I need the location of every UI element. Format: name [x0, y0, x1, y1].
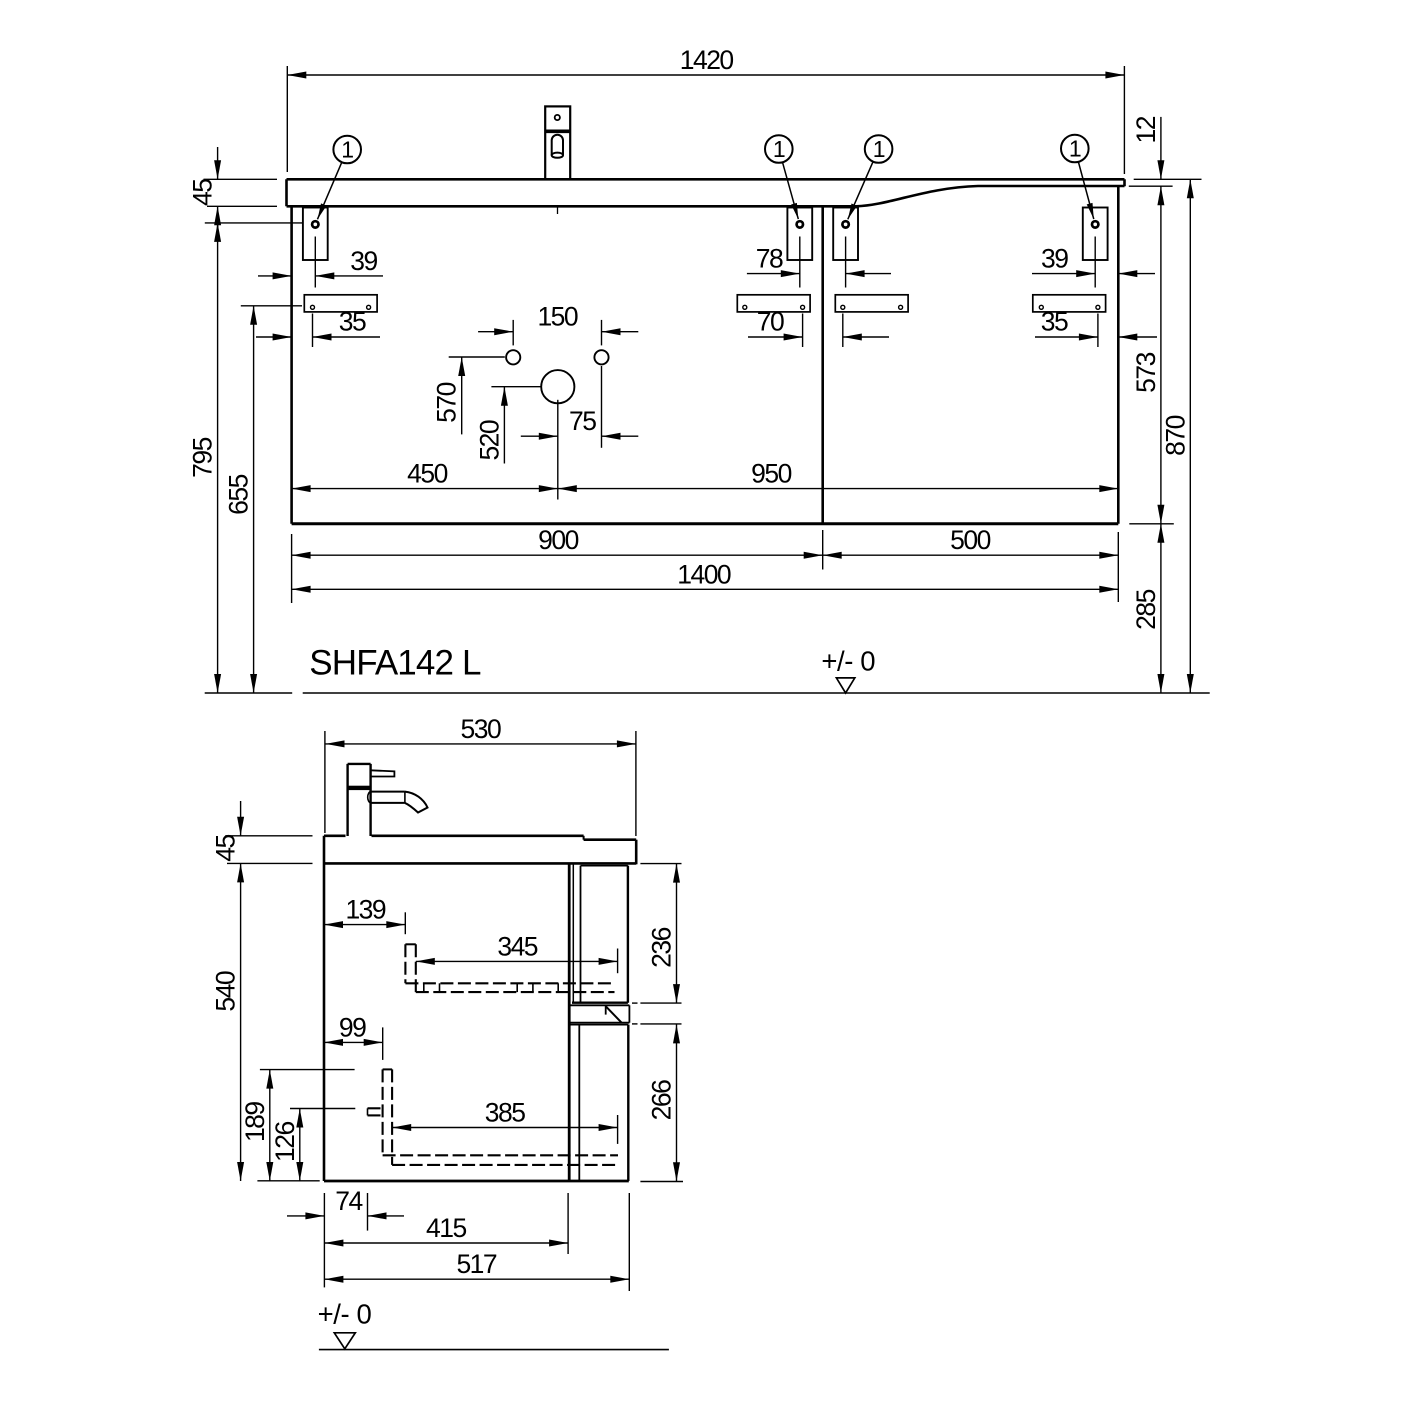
- svg-text:1: 1: [1069, 136, 1082, 162]
- svg-text:74: 74: [335, 1186, 362, 1216]
- svg-text:520: 520: [474, 420, 504, 460]
- svg-text:150: 150: [537, 302, 577, 332]
- svg-text:795: 795: [188, 437, 218, 477]
- svg-text:540: 540: [211, 971, 241, 1011]
- svg-text:139: 139: [345, 895, 385, 925]
- svg-text:35: 35: [1041, 307, 1068, 337]
- svg-text:573: 573: [1131, 352, 1161, 392]
- svg-text:1400: 1400: [677, 559, 731, 589]
- svg-text:266: 266: [647, 1080, 677, 1120]
- svg-text:45: 45: [211, 835, 241, 862]
- svg-text:45: 45: [188, 179, 218, 206]
- svg-text:SHFA142 L: SHFA142 L: [309, 644, 481, 683]
- svg-text:39: 39: [1041, 244, 1068, 274]
- svg-text:1: 1: [773, 136, 786, 162]
- svg-text:655: 655: [224, 474, 254, 514]
- svg-text:1: 1: [873, 136, 886, 162]
- svg-text:1420: 1420: [680, 45, 734, 75]
- svg-text:236: 236: [647, 927, 677, 967]
- svg-text:189: 189: [240, 1102, 270, 1142]
- svg-text:385: 385: [485, 1098, 525, 1128]
- svg-text:345: 345: [497, 931, 537, 961]
- svg-text:450: 450: [407, 459, 447, 489]
- svg-text:870: 870: [1160, 415, 1190, 455]
- svg-text:530: 530: [461, 714, 501, 744]
- svg-text:126: 126: [270, 1121, 300, 1161]
- svg-text:950: 950: [751, 459, 791, 489]
- svg-text:75: 75: [569, 406, 596, 436]
- svg-text:900: 900: [538, 525, 578, 555]
- svg-text:99: 99: [339, 1012, 366, 1042]
- svg-text:285: 285: [1131, 589, 1161, 629]
- svg-text:39: 39: [350, 246, 377, 276]
- svg-text:570: 570: [432, 382, 462, 422]
- svg-text:12: 12: [1131, 116, 1161, 143]
- svg-text:+/- 0: +/- 0: [821, 646, 875, 677]
- svg-text:517: 517: [456, 1249, 496, 1279]
- svg-text:35: 35: [339, 307, 366, 337]
- svg-text:1: 1: [341, 137, 354, 163]
- svg-text:70: 70: [757, 307, 784, 337]
- svg-text:78: 78: [756, 244, 783, 274]
- svg-text:500: 500: [950, 525, 990, 555]
- svg-text:415: 415: [426, 1213, 466, 1243]
- svg-text:+/- 0: +/- 0: [318, 1299, 372, 1330]
